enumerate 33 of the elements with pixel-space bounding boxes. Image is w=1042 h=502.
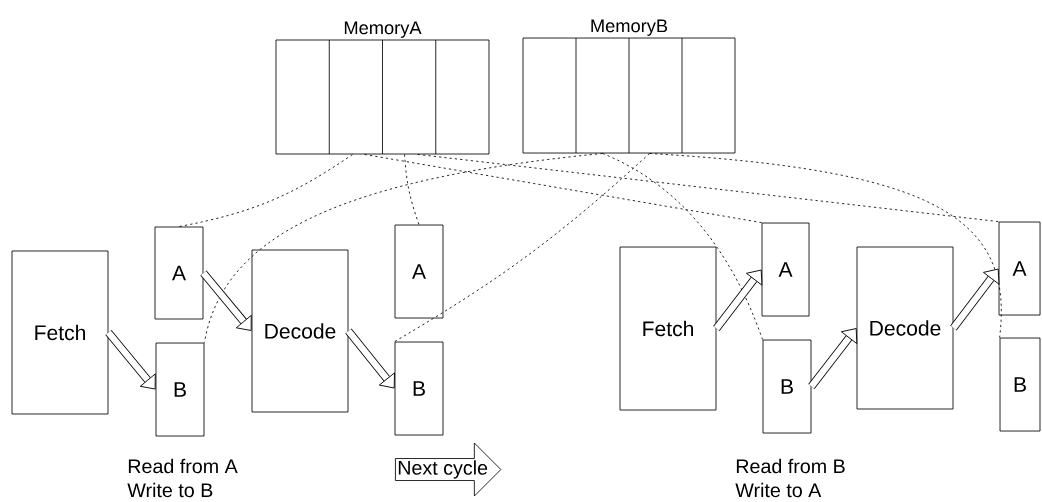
register-box: A: [394, 224, 444, 319]
memory-block: MemoryA: [275, 21, 490, 155]
caption-text: Write to A: [735, 482, 822, 498]
hollow-arrow: [345, 328, 395, 389]
dotted-line: [364, 154, 763, 223]
stage-box: Decode: [856, 246, 954, 410]
register-box: A: [761, 222, 810, 317]
caption-text: Read from A: [128, 458, 238, 474]
stage-box: Decode: [251, 249, 349, 413]
register-box: B: [394, 341, 444, 436]
hollow-arrow: [713, 269, 763, 331]
hollow-arrow: [808, 328, 858, 389]
register-box: B: [762, 339, 812, 434]
hollow-arrow: [200, 270, 252, 331]
dotted-line: [417, 154, 1000, 222]
memory-block: MemoryB: [522, 19, 736, 154]
node-label: MemoryA: [344, 21, 422, 38]
dotted-line: [394, 153, 650, 343]
hollow-arrow: [105, 329, 156, 390]
caption-text: Read from B: [736, 458, 845, 474]
register-box: B: [155, 342, 205, 437]
dotted-line: [204, 153, 603, 344]
caption-text: Write to B: [127, 482, 213, 498]
register-box: A: [154, 226, 204, 320]
node-label: MemoryB: [591, 19, 668, 36]
stage-box: Fetch: [11, 250, 109, 415]
register-box: B: [999, 337, 1041, 432]
stage-box: Fetch: [619, 246, 717, 411]
register-box: A: [998, 221, 1041, 316]
hollow-arrow: [950, 268, 1000, 331]
dotted-line: [404, 154, 420, 225]
dotted-line: [602, 153, 763, 341]
dotted-line: [649, 153, 1002, 339]
